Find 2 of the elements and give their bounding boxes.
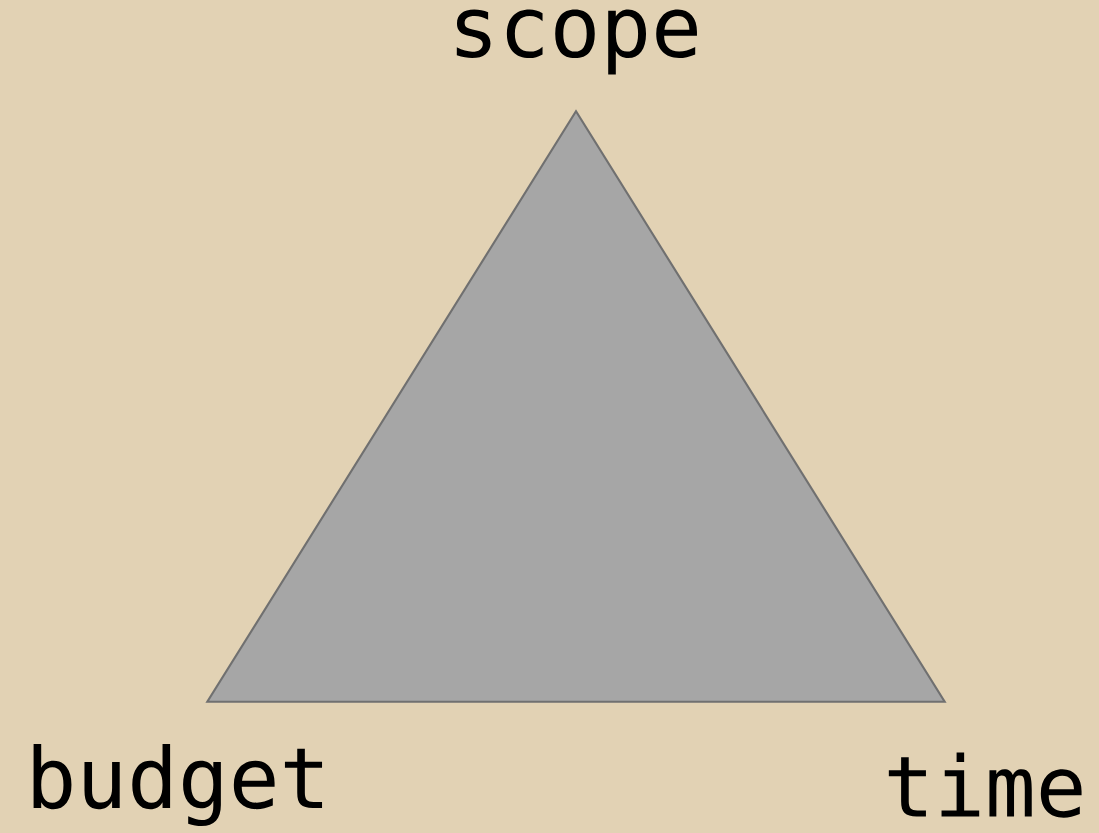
vertex-label: time	[888, 752, 1082, 818]
vertex-label: budget	[33, 743, 323, 827]
